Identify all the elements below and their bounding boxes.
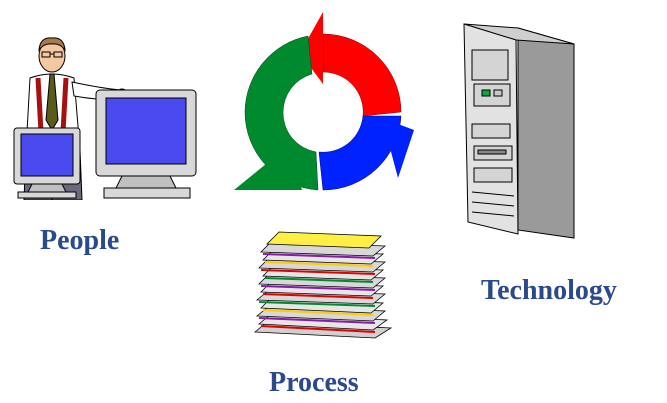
document-stack-icon <box>253 231 393 339</box>
label-people: People <box>40 225 120 256</box>
label-process: Process <box>269 367 359 398</box>
label-technology: Technology <box>481 275 617 306</box>
cycle-arrows-icon <box>234 12 414 191</box>
server-tower-icon <box>463 23 575 239</box>
person-with-computer-icon <box>13 37 197 200</box>
